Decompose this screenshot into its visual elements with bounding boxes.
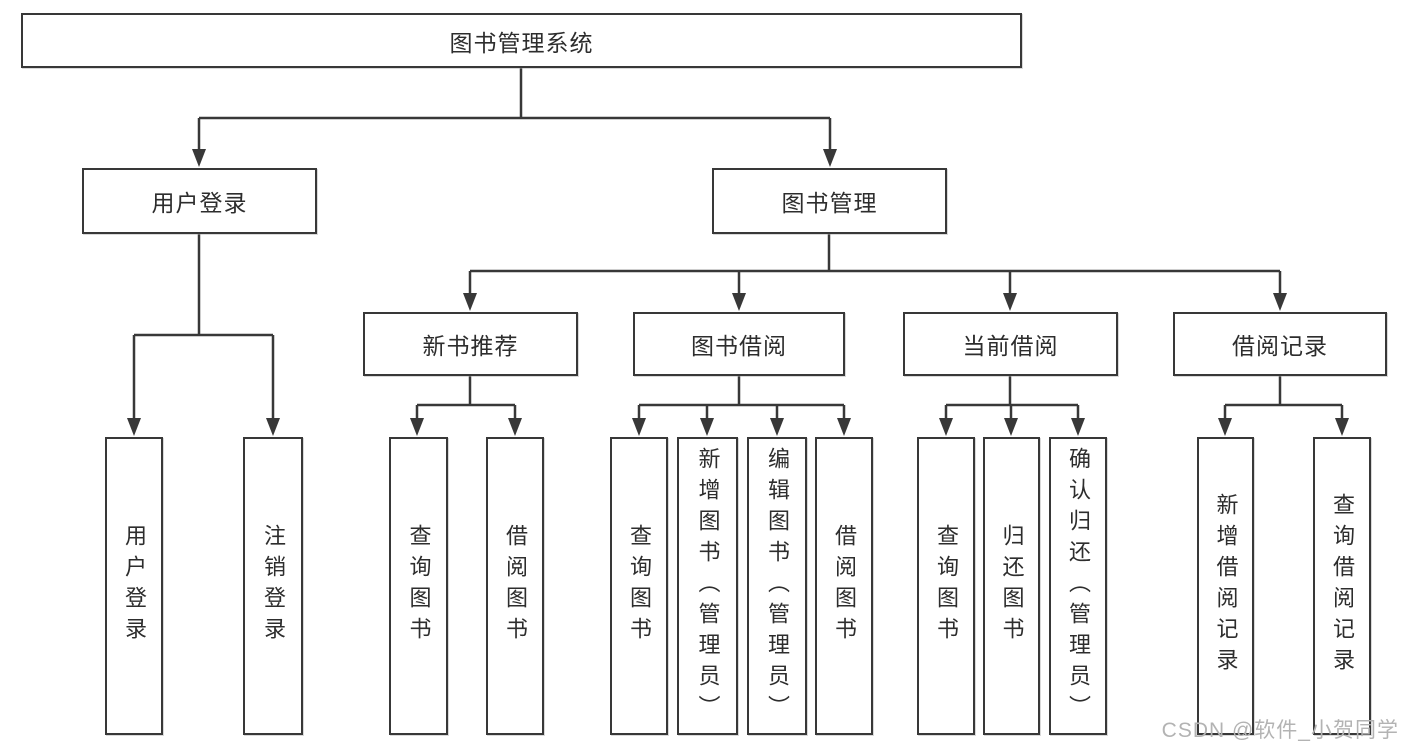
leaf-label: 借阅图书 bbox=[503, 524, 528, 648]
node-borrowing-records: 借阅记录 bbox=[1173, 312, 1387, 376]
csdn-watermark: CSDN @软件_小贺同学 bbox=[1161, 719, 1399, 742]
leaf-logout: 注销登录 bbox=[243, 437, 303, 735]
leaf-label: 注销登录 bbox=[261, 524, 286, 648]
leaf-query-books-borrowing: 查询图书 bbox=[610, 437, 668, 735]
node-label: 图书管理系统 bbox=[449, 29, 594, 56]
node-user-login-branch: 用户登录 bbox=[82, 168, 317, 234]
leaf-edit-book-admin: 编辑图书（管理员） bbox=[747, 437, 807, 735]
leaf-label: 归还图书 bbox=[999, 524, 1025, 648]
node-label: 图书借阅 bbox=[691, 333, 787, 359]
leaf-query-books-current: 查询图书 bbox=[917, 437, 975, 735]
leaf-label: 新增图书（管理员） bbox=[695, 446, 721, 726]
leaf-label: 查询图书 bbox=[627, 524, 652, 648]
leaf-label: 新增借阅记录 bbox=[1213, 493, 1239, 679]
leaf-borrow-books-borrowing: 借阅图书 bbox=[815, 437, 873, 735]
leaf-confirm-return-admin: 确认归还（管理员） bbox=[1049, 437, 1107, 735]
node-current-borrowing: 当前借阅 bbox=[903, 312, 1118, 376]
leaf-label: 查询图书 bbox=[934, 524, 959, 648]
leaf-label: 编辑图书（管理员） bbox=[765, 446, 790, 726]
node-book-management-branch: 图书管理 bbox=[712, 168, 947, 234]
node-library-management-system: 图书管理系统 bbox=[21, 13, 1022, 68]
leaf-label: 查询借阅记录 bbox=[1330, 493, 1355, 679]
node-new-book-recommendation: 新书推荐 bbox=[363, 312, 578, 376]
node-label: 借阅记录 bbox=[1232, 333, 1328, 359]
node-book-borrowing: 图书借阅 bbox=[633, 312, 845, 376]
leaf-query-borrow-record: 查询借阅记录 bbox=[1313, 437, 1371, 735]
leaf-borrow-books-recommendation: 借阅图书 bbox=[486, 437, 544, 735]
node-label: 图书管理 bbox=[781, 190, 878, 216]
node-label: 新书推荐 bbox=[422, 333, 519, 359]
leaf-user-login: 用户登录 bbox=[105, 437, 163, 735]
leaf-add-borrow-record: 新增借阅记录 bbox=[1197, 437, 1254, 735]
leaf-return-books: 归还图书 bbox=[983, 437, 1040, 735]
leaf-label: 用户登录 bbox=[122, 524, 147, 648]
leaf-label: 查询图书 bbox=[406, 524, 432, 648]
leaf-query-books-recommendation: 查询图书 bbox=[389, 437, 448, 735]
leaf-label: 借阅图书 bbox=[832, 524, 857, 648]
node-label: 用户登录 bbox=[151, 190, 248, 216]
node-label: 当前借阅 bbox=[962, 333, 1059, 359]
leaf-label: 确认归还（管理员） bbox=[1066, 446, 1091, 726]
leaf-add-book-admin: 新增图书（管理员） bbox=[677, 437, 738, 735]
